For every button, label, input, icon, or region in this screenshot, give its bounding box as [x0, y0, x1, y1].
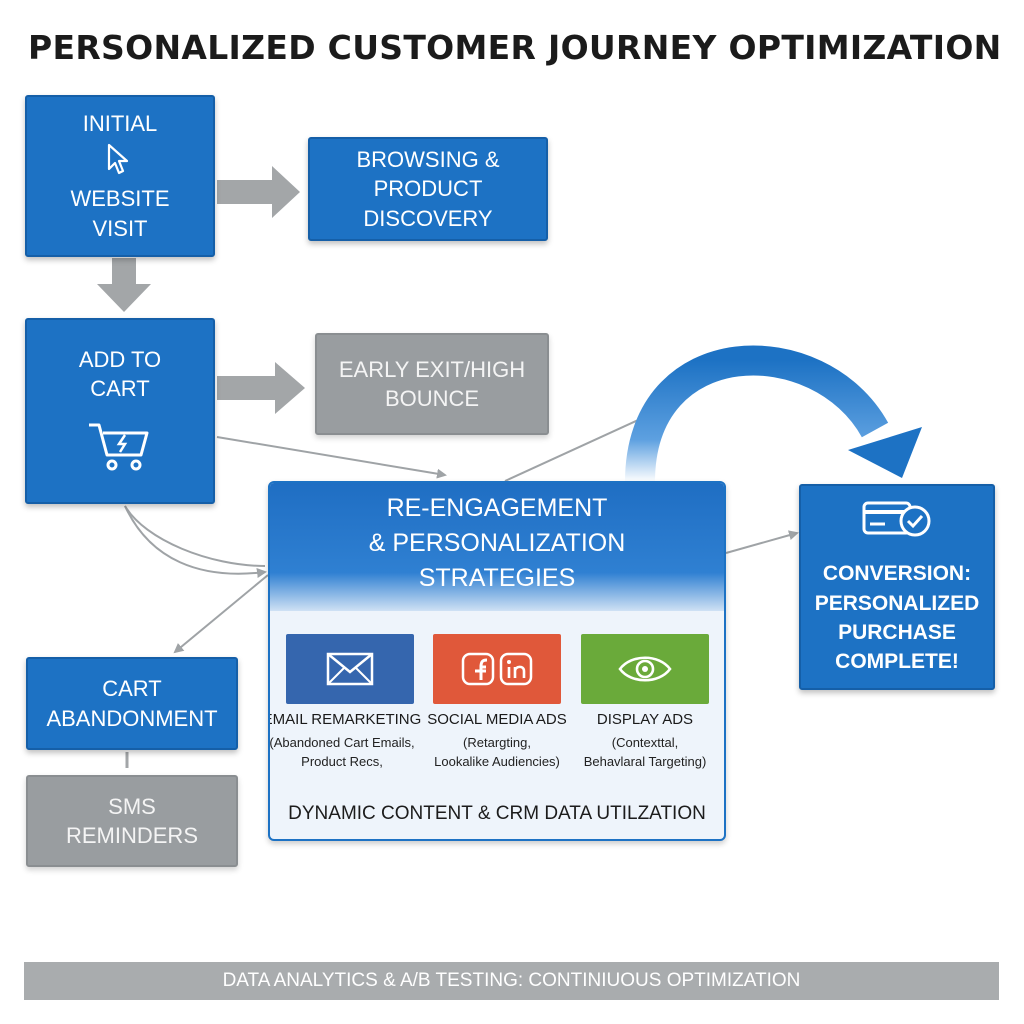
conversion-line4: COMPLETE! — [835, 650, 959, 674]
email-desc-line1: (Abandoned Cart Emails, — [269, 735, 415, 750]
strategies-heading-line3: STRATEGIES — [418, 564, 576, 592]
arrow-initial-to-browsing — [217, 166, 300, 218]
early-exit-box: EARLY EXIT/HIGH BOUNCE — [315, 333, 549, 435]
social-media-ads-tile — [433, 634, 561, 704]
facebook-linkedin-icon — [461, 652, 533, 686]
strategies-heading-line2: & PERSONALIZATION — [368, 529, 626, 557]
add-to-cart-box: ADD TO CART — [25, 318, 215, 504]
strategies-heading-line1: RE-ENGAGEMENT — [386, 494, 608, 522]
add-to-cart-line2: CART — [90, 376, 150, 401]
footer-bar: DATA ANALYTICS & A/B TESTING: CONTINIUOU… — [24, 962, 999, 1000]
sms-line2: REMINDERS — [65, 823, 198, 848]
display-ads-tile — [581, 634, 709, 704]
initial-line2: WEBSITE — [70, 186, 170, 212]
conversion-box: CONVERSION: PERSONALIZED PURCHASE COMPLE… — [799, 484, 995, 690]
curved-arrow-to-conversion — [625, 345, 889, 483]
add-to-cart-line1: ADD TO — [78, 346, 162, 372]
sms-line1: SMS — [108, 793, 156, 819]
cart-abandonment-box: CART ABANDONMENT — [26, 657, 238, 750]
social-desc-line2: Lookalike Audiencies) — [434, 753, 560, 769]
display-desc-line1: (Contexttal, — [611, 735, 679, 750]
connector-cart-curve-to-strategies — [124, 505, 267, 578]
sms-reminders-box: SMS REMINDERS — [26, 775, 238, 867]
social-media-ads-desc: (Retargting, Lookalike Audiencies) — [417, 734, 577, 772]
initial-website-visit-box: INITIAL WEBSITE VISIT — [25, 95, 215, 257]
social-media-ads-label: SOCIAL MEDIA ADS — [427, 711, 567, 728]
conversion-line3: PURCHASE — [838, 621, 956, 644]
display-ads-desc: (Contexttal, Behavlaral Targeting) — [565, 734, 724, 772]
eye-icon — [618, 656, 672, 682]
connector-strategies-to-abandon — [173, 574, 269, 654]
browsing-product-discovery-box: BROWSING & PRODUCT DISCOVERY — [308, 137, 548, 241]
conversion-line1: CONVERSION: — [822, 562, 972, 586]
strategies-footer: DYNAMIC CONTENT & CRM DATA UTILZATION — [288, 803, 706, 824]
arrow-cart-to-exit — [217, 362, 305, 414]
initial-line3: VISIT — [92, 215, 148, 241]
email-remarketing-label: EMAIL REMARKETING — [268, 711, 422, 728]
envelope-icon — [326, 652, 374, 686]
email-remarketing-tile — [286, 634, 414, 704]
email-desc-line2: Product Recs, — [301, 753, 383, 769]
connector-strategies-to-conversion — [725, 530, 799, 554]
connector-cart-curve2-to-strategies — [124, 505, 266, 567]
initial-line1: INITIAL — [82, 111, 158, 137]
email-remarketing-desc: (Abandoned Cart Emails, Product Recs, — [269, 734, 422, 772]
credit-card-check-icon — [862, 501, 931, 537]
cart-abandonment-line1: CART — [102, 676, 162, 702]
cart-abandonment-line2: ABANDONMENT — [46, 705, 218, 731]
connector-cart-to-strategies — [216, 436, 447, 479]
early-exit-line2: BOUNCE — [384, 386, 480, 411]
arrow-initial-to-cart — [97, 258, 151, 312]
curved-arrow-head — [848, 427, 922, 478]
cursor-icon — [107, 144, 129, 175]
page-title: PERSONALIZED CUSTOMER JOURNEY OPTIMIZATI… — [28, 28, 1002, 67]
conversion-line2: PERSONALIZED — [814, 591, 980, 615]
strategies-heading: RE-ENGAGEMENT & PERSONALIZATION STRATEGI… — [270, 483, 724, 611]
display-desc-line2: Behavlaral Targeting) — [583, 753, 707, 769]
shopping-cart-icon — [89, 423, 149, 471]
strategies-panel: RE-ENGAGEMENT & PERSONALIZATION STRATEGI… — [268, 481, 726, 841]
browsing-line2: PRODUCT DISCOVERY — [363, 176, 493, 231]
social-desc-line1: (Retargting, — [463, 735, 531, 750]
display-ads-label: DISPLAY ADS — [596, 711, 694, 728]
browsing-line1: BROWSING & — [356, 147, 500, 173]
early-exit-line1: EARLY EXIT/HIGH — [338, 356, 526, 382]
